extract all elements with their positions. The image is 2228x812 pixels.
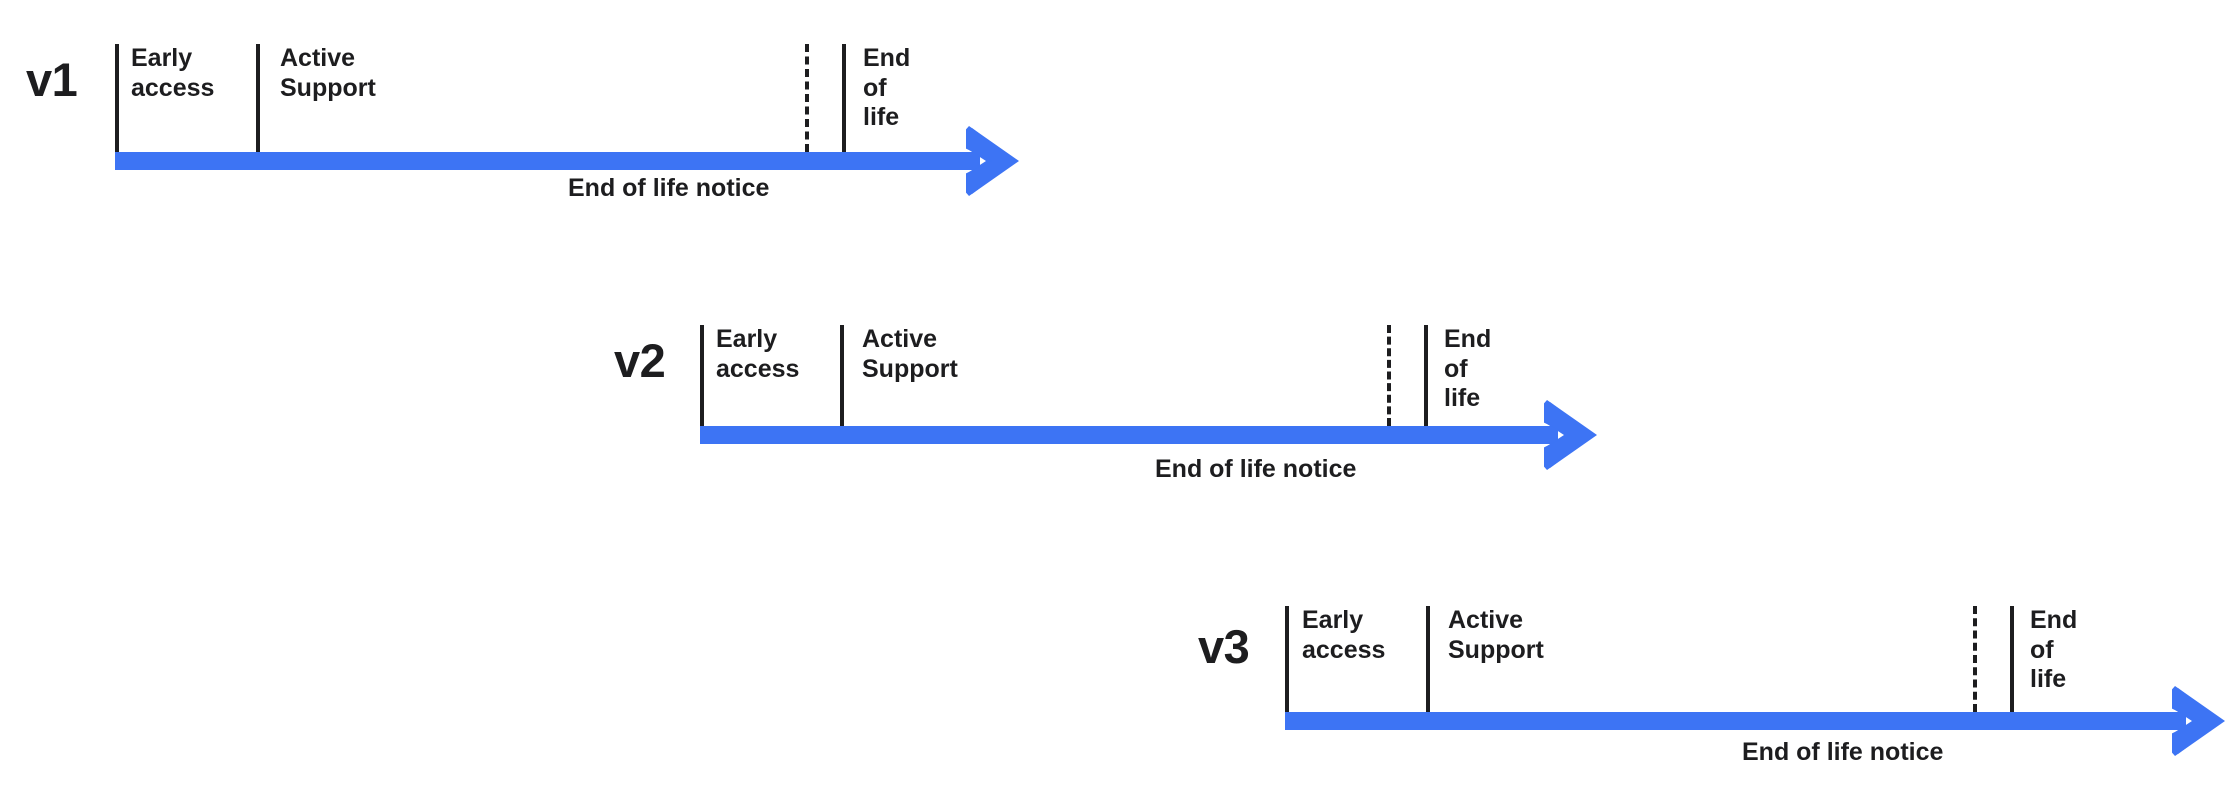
timeline-arrow-head-v1: [954, 124, 1022, 198]
end-of-life-notice-marker-v2: [1387, 325, 1391, 426]
label-end-of-life-v3: End of life: [2030, 606, 2078, 693]
label-end-of-life-v2: End of life: [1444, 325, 1492, 412]
timeline-bar-v2: [700, 426, 1558, 444]
end-of-life-notice-marker-v3: [1973, 606, 1977, 712]
version-label-v2: v2: [614, 334, 666, 387]
early-access-end-divider-v3: [1426, 606, 1430, 712]
label-end-of-life-v1: End of life: [863, 44, 911, 131]
label-early-access-v2: Early access: [716, 325, 800, 383]
label-early-access-v3: Early access: [1302, 606, 1386, 664]
timeline-bar-v1: [115, 152, 980, 170]
end-of-life-start-divider-v3: [2010, 606, 2014, 712]
start-divider-v2: [700, 325, 704, 426]
label-end-of-life-notice-v2: End of life notice: [1155, 455, 1357, 483]
timeline-arrow-head-v2: [1532, 398, 1600, 472]
start-divider-v1: [115, 44, 119, 152]
end-of-life-notice-marker-v1: [805, 44, 809, 152]
timeline-arrow-head-v3: [2160, 684, 2228, 758]
label-end-of-life-notice-v3: End of life notice: [1742, 738, 1944, 766]
label-end-of-life-notice-v1: End of life notice: [568, 174, 770, 202]
early-access-end-divider-v2: [840, 325, 844, 426]
timeline-bar-v3: [1285, 712, 2186, 730]
version-label-v3: v3: [1198, 620, 1250, 673]
label-active-support-v2: Active Support: [862, 325, 958, 383]
early-access-end-divider-v1: [256, 44, 260, 152]
label-active-support-v1: Active Support: [280, 44, 376, 102]
end-of-life-start-divider-v1: [842, 44, 846, 152]
end-of-life-start-divider-v2: [1424, 325, 1428, 426]
label-early-access-v1: Early access: [131, 44, 215, 102]
label-active-support-v3: Active Support: [1448, 606, 1544, 664]
version-label-v1: v1: [26, 53, 78, 106]
start-divider-v3: [1285, 606, 1289, 712]
